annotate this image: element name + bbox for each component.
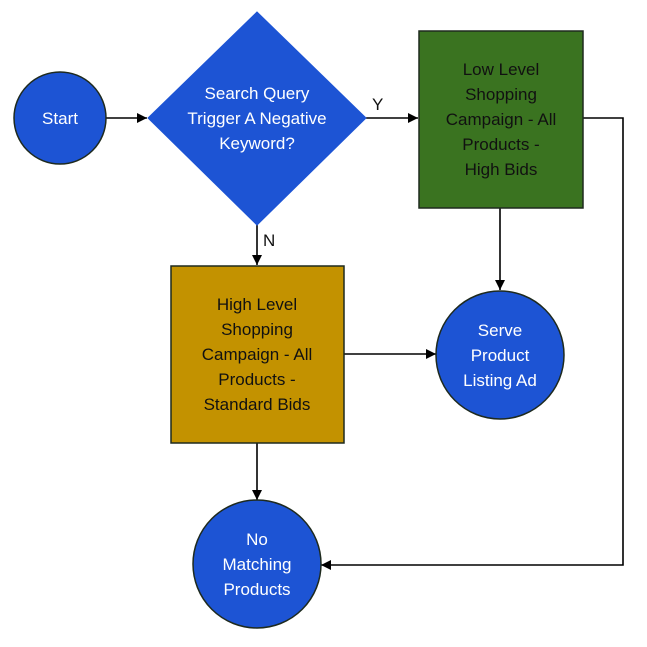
node-label-line: High Bids xyxy=(465,160,538,179)
node-label-line: Listing Ad xyxy=(463,371,537,390)
node-label-line: Matching xyxy=(223,555,292,574)
node-label-line: Search Query xyxy=(205,84,310,103)
node-label-line: Products - xyxy=(462,135,539,154)
edge-low-level-to-no-match xyxy=(321,117,624,570)
node-label-line: Product xyxy=(471,346,530,365)
node-label-line: Keyword? xyxy=(219,134,295,153)
node-label-line: Standard Bids xyxy=(204,395,311,414)
edge-label-no: N xyxy=(263,231,275,250)
node-label-line: Products xyxy=(223,580,290,599)
node-label-line: Shopping xyxy=(221,320,293,339)
node-label-line: Low Level xyxy=(463,60,540,79)
node-label-line: Shopping xyxy=(465,85,537,104)
edges xyxy=(106,113,624,570)
node-label-line: High Level xyxy=(217,295,297,314)
node-start: Start xyxy=(13,71,107,165)
node-label-line: Campaign - All xyxy=(446,110,557,129)
node-label-line: Trigger A Negative xyxy=(187,109,326,128)
node-label-line: Campaign - All xyxy=(202,345,313,364)
node-label-line: No xyxy=(246,530,268,549)
edge-label-yes: Y xyxy=(372,95,383,114)
node-label-line: Products - xyxy=(218,370,295,389)
node-label-line: Serve xyxy=(478,321,522,340)
node-label-line: Start xyxy=(42,109,78,128)
node-label-start: Start xyxy=(42,109,78,128)
